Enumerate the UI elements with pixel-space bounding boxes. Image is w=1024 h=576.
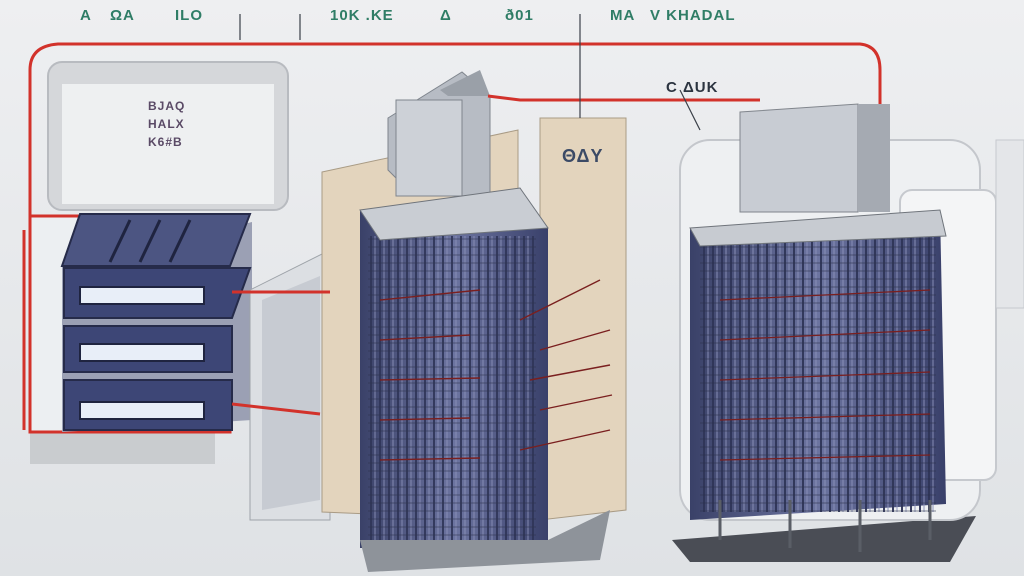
top-label-1: A: [80, 7, 92, 24]
right-rack: [672, 103, 1024, 562]
drawer-panel: [28, 213, 252, 464]
drawer-1: [63, 267, 252, 319]
monitor-frame: [47, 61, 289, 211]
rack-pipes: [719, 289, 931, 461]
top-label-2: ΩA: [110, 7, 135, 24]
cabinet-label: ΘΔY: [562, 146, 604, 166]
top-label-4: 10K .KE: [330, 7, 394, 24]
drawer-2: [63, 325, 233, 373]
label-leader-lines: [239, 14, 701, 131]
mid-label: C ΔUK: [666, 79, 719, 96]
cabinet-pipes: [379, 279, 613, 461]
panel-label-1: BJAQ: [148, 99, 186, 113]
top-label-5: Δ: [440, 7, 452, 24]
red-wiring: [22, 42, 882, 430]
top-label-8: V KHADAL: [650, 7, 736, 24]
central-tower: [249, 70, 627, 572]
panel-label-2: HALX: [148, 117, 185, 131]
rack-legs: [718, 500, 932, 552]
top-label-3: ILO: [175, 7, 203, 24]
panel-label-3: K6#B: [148, 135, 183, 149]
top-label-6: ð01: [505, 7, 534, 24]
drawer-3: [63, 379, 233, 431]
top-label-7: MA: [610, 7, 636, 24]
